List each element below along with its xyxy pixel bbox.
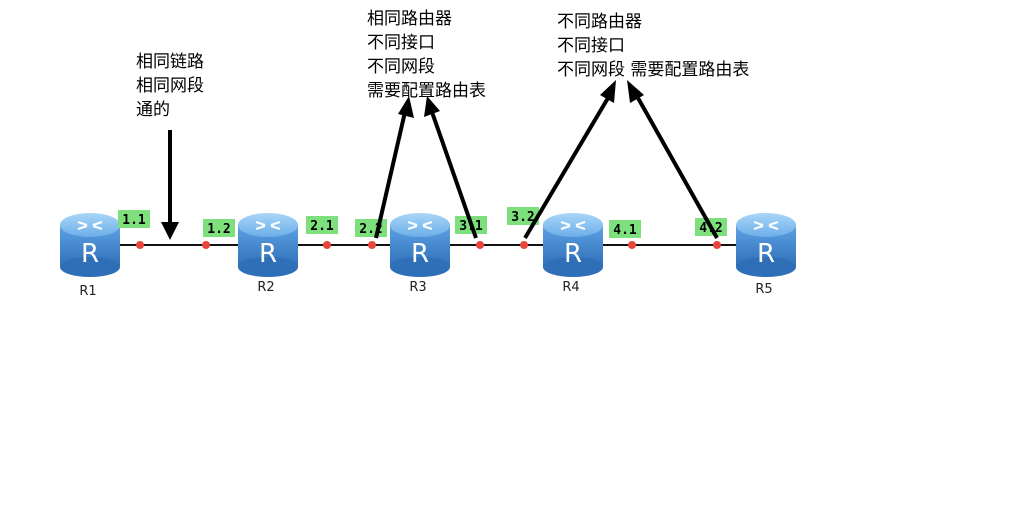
- port-dot[interactable]: [520, 241, 528, 249]
- router-icon: [238, 213, 298, 277]
- port-label: 4.1: [613, 223, 637, 238]
- router-icon: [60, 213, 120, 277]
- port-label-bg: [306, 216, 338, 234]
- router-label: R2: [257, 280, 274, 295]
- port-label-bg: [507, 207, 539, 225]
- router-r2[interactable]: R R2: [238, 213, 298, 295]
- router-r5[interactable]: R R5: [736, 213, 796, 297]
- annotation-line: 不同网段: [367, 57, 435, 77]
- router-label: R1: [79, 284, 96, 299]
- annotation-line: 相同路由器: [367, 9, 452, 29]
- arrow-icon: [523, 80, 616, 240]
- router-icon: [543, 213, 603, 277]
- router-r4[interactable]: R R4: [543, 213, 603, 295]
- annotation-line: 不同接口: [367, 33, 435, 53]
- annotation-line: 不同接口: [557, 36, 625, 56]
- port-dots: [136, 241, 721, 249]
- router-glyph: R: [757, 239, 775, 269]
- port-dot[interactable]: [202, 241, 210, 249]
- annotation-line: 相同网段: [136, 76, 204, 96]
- arrow-icon: [424, 96, 478, 239]
- port-dot[interactable]: [323, 241, 331, 249]
- annotation-line: 不同路由器: [557, 12, 642, 32]
- port-dot[interactable]: [713, 241, 721, 249]
- port-label: 1.2: [207, 222, 230, 237]
- annotation-line: 通的: [136, 100, 170, 120]
- router-label: R5: [755, 282, 772, 297]
- annotation-line: 需要配置路由表: [367, 81, 486, 101]
- port-label: 1.1: [122, 213, 146, 228]
- arrow-icon: [161, 130, 179, 240]
- arrow-icon: [627, 80, 719, 239]
- router-glyph: R: [411, 239, 429, 269]
- router-glyph: R: [259, 239, 277, 269]
- port-label-bg: [118, 210, 150, 228]
- annotation-line: 相同链路: [136, 52, 204, 72]
- arrows: [161, 80, 719, 240]
- router-glyph: R: [81, 239, 99, 269]
- router-icon: [390, 213, 450, 277]
- router-glyph: R: [564, 239, 582, 269]
- annotation-same-link: 相同链路 相同网段 通的: [136, 50, 204, 122]
- router-label: R4: [562, 280, 579, 295]
- port-label-bg: [609, 220, 641, 238]
- port-dot[interactable]: [628, 241, 636, 249]
- port-label-bg: [203, 219, 235, 237]
- port-dot[interactable]: [136, 241, 144, 249]
- port-dot[interactable]: [368, 241, 376, 249]
- port-label: 2.1: [310, 219, 334, 234]
- router-label: R3: [409, 280, 426, 295]
- router-r3[interactable]: R R3: [390, 213, 450, 295]
- annotation-diff-router: 不同路由器 不同接口 不同网段 需要配置路由表: [557, 10, 749, 82]
- port-dot[interactable]: [476, 241, 484, 249]
- annotation-same-router: 相同路由器 不同接口 不同网段 需要配置路由表: [367, 7, 486, 103]
- port-label: 3.2: [511, 210, 534, 225]
- router-icon: [736, 213, 796, 277]
- router-r1[interactable]: R R1: [60, 213, 120, 299]
- arrow-icon: [374, 96, 414, 239]
- annotation-line: 不同网段 需要配置路由表: [557, 60, 750, 80]
